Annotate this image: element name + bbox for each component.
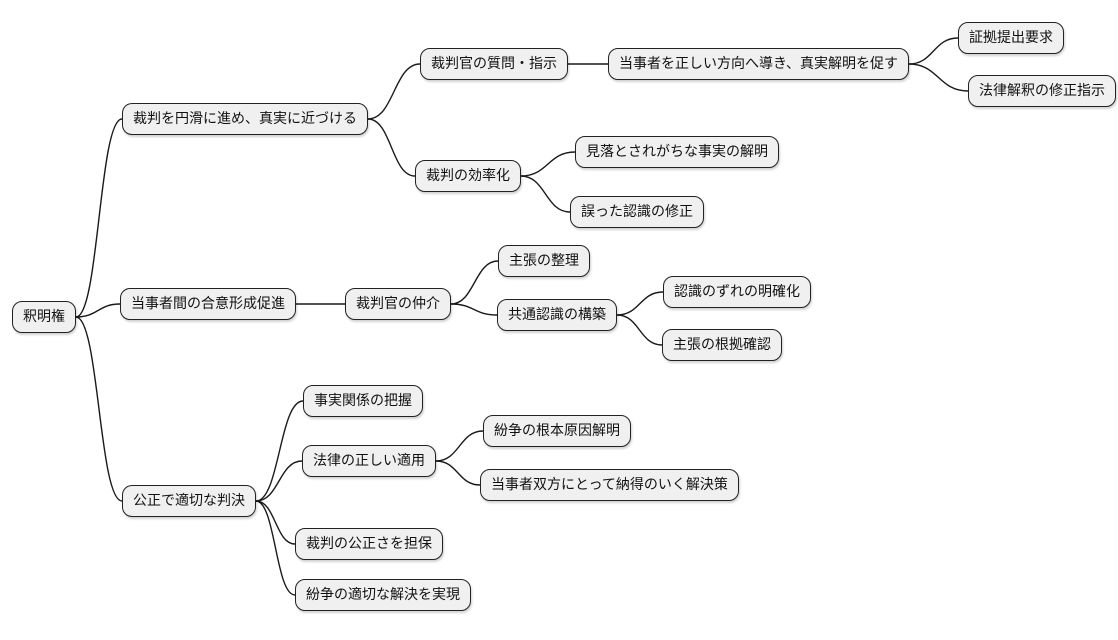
mindmap-edge xyxy=(255,500,296,596)
mindmap-edge xyxy=(908,37,959,65)
mindmap-edge xyxy=(75,316,123,502)
mindmap-edge xyxy=(908,63,969,92)
mindmap-node-shared-understanding[interactable]: 共通認識の構築 xyxy=(497,299,617,331)
mindmap-node-legal-interpretation-fix[interactable]: 法律解釈の修正指示 xyxy=(968,75,1116,107)
mindmap-node-correct-law-application[interactable]: 法律の正しい適用 xyxy=(302,445,436,477)
mindmap-node-clarify-perception-gap[interactable]: 認識のずれの明確化 xyxy=(663,276,811,308)
mindmap-node-confirm-claim-basis[interactable]: 主張の根拠確認 xyxy=(662,329,782,361)
mindmap-node-appropriate-resolution[interactable]: 紛争の適切な解決を実現 xyxy=(295,579,471,611)
mindmap-edge xyxy=(75,303,121,318)
mindmap-node-judge-mediation[interactable]: 裁判官の仲介 xyxy=(345,288,451,320)
mindmap-node-trial-efficiency[interactable]: 裁判の効率化 xyxy=(415,160,521,192)
mindmap-edge xyxy=(450,303,498,316)
mindmap-node-ensure-fairness[interactable]: 裁判の公正さを担保 xyxy=(295,528,443,560)
mindmap-edge xyxy=(367,118,416,177)
mindmap-edge xyxy=(616,314,663,346)
mindmap-edge xyxy=(75,118,123,318)
mindmap-edge xyxy=(255,400,304,502)
mindmap-node-smooth-trial-truth[interactable]: 裁判を円滑に進め、真実に近づける xyxy=(122,103,368,135)
mindmap-edge xyxy=(255,500,296,545)
mindmap-edge xyxy=(255,460,303,502)
mindmap-node-dispute-root-cause[interactable]: 紛争の根本原因解明 xyxy=(483,415,631,447)
mindmap-node-guide-parties-truth[interactable]: 当事者を正しい方向へ導き、真実解明を促す xyxy=(608,48,910,80)
mindmap-node-organize-claims[interactable]: 主張の整理 xyxy=(498,245,590,277)
mindmap-node-grasp-facts[interactable]: 事実関係の把握 xyxy=(303,385,423,417)
mindmap-node-judge-questions[interactable]: 裁判官の質問・指示 xyxy=(420,48,568,80)
mindmap-edge xyxy=(616,291,664,316)
mindmap-node-correct-misunderstanding[interactable]: 誤った認識の修正 xyxy=(570,196,704,228)
mindmap-edge xyxy=(520,151,576,177)
mindmap-edge xyxy=(450,260,499,305)
mindmap-node-evidence-request[interactable]: 証拠提出要求 xyxy=(958,22,1064,54)
mindmap-node-root[interactable]: 釈明権 xyxy=(12,301,76,333)
mindmap-node-acceptable-solution[interactable]: 当事者双方にとって納得のいく解決策 xyxy=(480,469,739,501)
mindmap-edge xyxy=(520,175,571,213)
mindmap-node-consensus-promotion[interactable]: 当事者間の合意形成促進 xyxy=(120,288,296,320)
mindmap-edge xyxy=(367,63,421,120)
mindmap-node-fair-judgment[interactable]: 公正で適切な判決 xyxy=(122,485,256,517)
mindmap-node-overlooked-facts[interactable]: 見落とされがちな事実の解明 xyxy=(575,136,779,168)
mindmap-edge xyxy=(435,430,484,462)
mindmap-edge xyxy=(435,460,481,486)
